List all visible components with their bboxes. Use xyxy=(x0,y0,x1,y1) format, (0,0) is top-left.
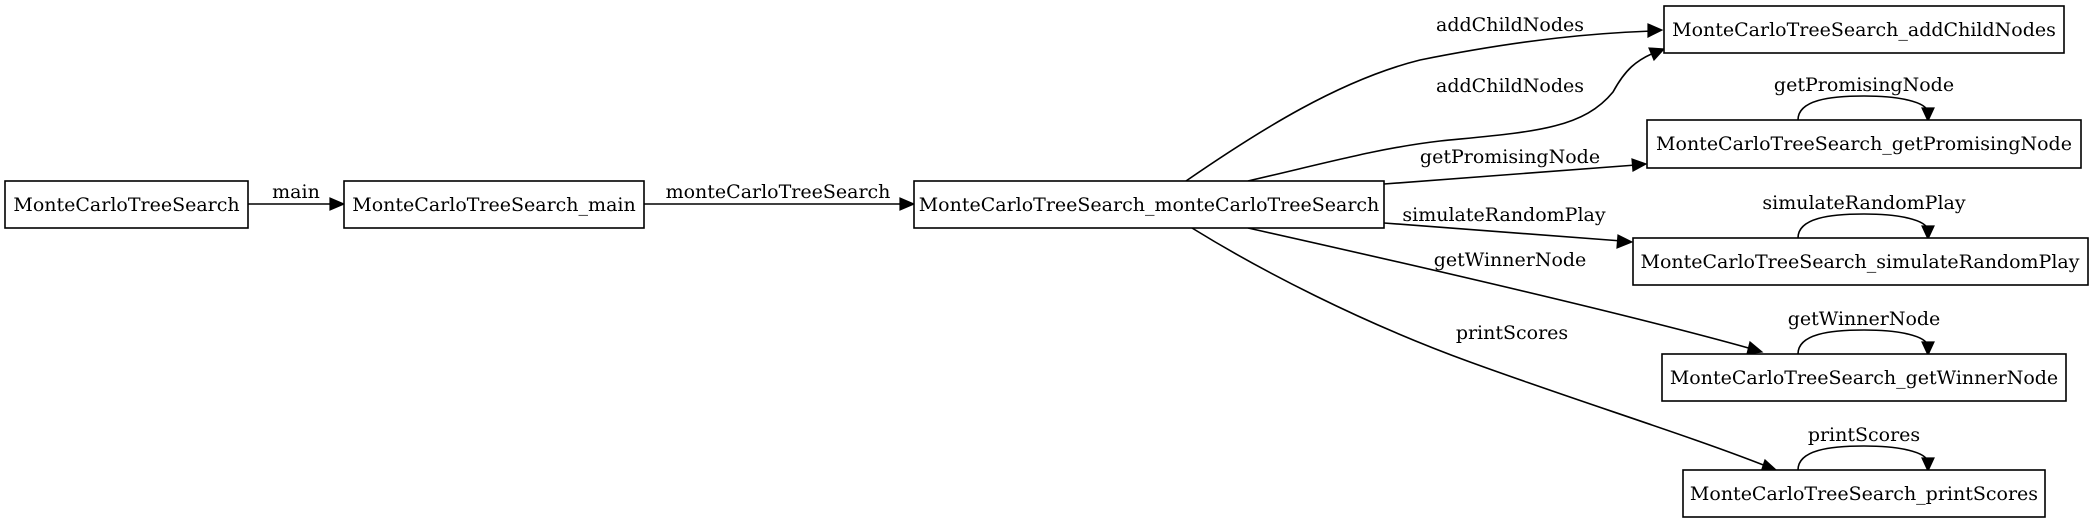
node-get-promising-node: MonteCarloTreeSearch_getPromisingNode xyxy=(1646,119,2082,169)
edge-mcts-to-add-child-nodes-lower: addChildNodes xyxy=(1247,47,1666,182)
edge-mcts-to-get-winner-node: getWinnerNode xyxy=(1247,227,1764,355)
edge-label-main: main xyxy=(272,181,320,203)
node-monte-carlo-tree-search-main-search: MonteCarloTreeSearch_monteCarloTreeSearc… xyxy=(913,180,1385,229)
self-loop-get-winner-node: getWinnerNode xyxy=(1788,308,1941,357)
self-loop-label-get-winner-node: getWinnerNode xyxy=(1788,308,1941,330)
edge-label-monte-carlo-tree-search: monteCarloTreeSearch xyxy=(666,181,891,203)
edge-label-add-child-nodes-1: addChildNodes xyxy=(1436,14,1584,36)
svg-text:MonteCarloTreeSearch_addChildN: MonteCarloTreeSearch_addChildNodes xyxy=(1672,19,2056,41)
self-loop-simulate-random-play: simulateRandomPlay xyxy=(1762,192,1966,241)
edge-root-to-main: main xyxy=(248,181,346,211)
edge-main-to-mcts: monteCarloTreeSearch xyxy=(644,181,916,211)
node-simulate-random-play: MonteCarloTreeSearch_simulateRandomPlay xyxy=(1632,237,2089,286)
self-loop-label-print-scores: printScores xyxy=(1808,424,1920,446)
self-loop-print-scores: printScores xyxy=(1797,424,1935,473)
edge-label-print-scores: printScores xyxy=(1456,322,1568,344)
self-loop-label-simulate-random-play: simulateRandomPlay xyxy=(1762,192,1965,214)
edge-mcts-to-add-child-nodes-upper: addChildNodes xyxy=(1185,14,1664,182)
edge-label-simulate-random-play: simulateRandomPlay xyxy=(1402,204,1605,226)
self-loop-label-get-promising-node: getPromisingNode xyxy=(1774,74,1954,96)
edge-label-get-promising-node: getPromisingNode xyxy=(1420,146,1600,168)
svg-text:MonteCarloTreeSearch_printScor: MonteCarloTreeSearch_printScores xyxy=(1690,483,2038,505)
edge-mcts-to-simulate-random-play: simulateRandomPlay xyxy=(1383,204,1634,249)
svg-text:MonteCarloTreeSearch_monteCarl: MonteCarloTreeSearch_monteCarloTreeSearc… xyxy=(919,194,1380,216)
svg-text:MonteCarloTreeSearch: MonteCarloTreeSearch xyxy=(13,194,239,216)
svg-text:MonteCarloTreeSearch_simulateR: MonteCarloTreeSearch_simulateRandomPlay xyxy=(1641,251,2080,273)
node-main: MonteCarloTreeSearch_main xyxy=(343,180,645,229)
edge-label-add-child-nodes-2: addChildNodes xyxy=(1436,75,1584,97)
svg-text:MonteCarloTreeSearch_getPromis: MonteCarloTreeSearch_getPromisingNode xyxy=(1656,133,2072,155)
node-add-child-nodes: MonteCarloTreeSearch_addChildNodes xyxy=(1663,5,2065,54)
edge-mcts-to-get-promising-node: getPromisingNode xyxy=(1383,146,1648,185)
node-print-scores: MonteCarloTreeSearch_printScores xyxy=(1682,469,2046,518)
self-loop-get-promising-node: getPromisingNode xyxy=(1774,74,1954,123)
node-monte-carlo-tree-search: MonteCarloTreeSearch xyxy=(4,180,249,229)
svg-text:MonteCarloTreeSearch_getWinner: MonteCarloTreeSearch_getWinnerNode xyxy=(1670,367,2058,389)
svg-text:MonteCarloTreeSearch_main: MonteCarloTreeSearch_main xyxy=(352,194,635,216)
node-get-winner-node: MonteCarloTreeSearch_getWinnerNode xyxy=(1661,353,2067,402)
edge-mcts-to-print-scores: printScores xyxy=(1191,227,1778,473)
edge-label-get-winner-node: getWinnerNode xyxy=(1434,249,1587,271)
